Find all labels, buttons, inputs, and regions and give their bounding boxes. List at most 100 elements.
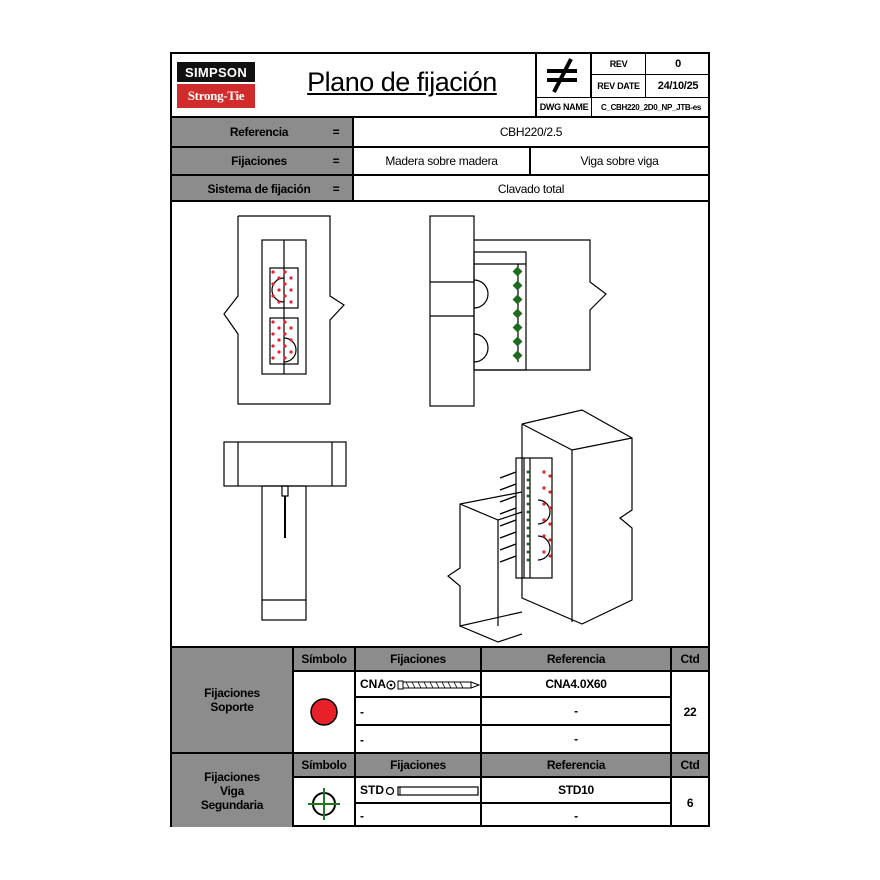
nail-dot bbox=[548, 490, 552, 494]
nail-dot bbox=[283, 332, 287, 336]
nail-dot bbox=[526, 518, 530, 522]
referencia-value: CBH220/2.5 bbox=[352, 118, 708, 146]
nail-shaft bbox=[499, 507, 517, 515]
screw-icon bbox=[386, 786, 479, 796]
dash: - bbox=[360, 705, 364, 719]
soporte-row-1-fijacion: CNA bbox=[354, 670, 481, 696]
viga-group-label: Fijaciones Viga Segundaria bbox=[172, 754, 292, 827]
nail-dot bbox=[512, 294, 523, 305]
nail-dot bbox=[271, 332, 275, 336]
nail-dot bbox=[542, 550, 546, 554]
info-row-2: Fijaciones = bbox=[172, 146, 352, 174]
nail-dot bbox=[526, 542, 530, 546]
nail-dot bbox=[283, 294, 287, 298]
crosshair-icon bbox=[308, 788, 340, 820]
nail-dot bbox=[548, 554, 552, 558]
soporte-group-label: Fijaciones Soporte bbox=[172, 648, 292, 752]
fijaciones-value-b: Viga sobre viga bbox=[529, 146, 708, 174]
nail-dot bbox=[542, 534, 546, 538]
support-nails-red bbox=[271, 270, 552, 558]
side-view bbox=[429, 215, 607, 407]
info-row-3: Sistema de fijación = bbox=[172, 174, 352, 202]
nail-dot bbox=[277, 288, 281, 292]
nail-dot bbox=[542, 486, 546, 490]
nail-dot bbox=[277, 350, 281, 354]
nail-dot bbox=[271, 356, 275, 360]
nail-dot bbox=[526, 558, 530, 562]
nail-dot bbox=[542, 502, 546, 506]
nail-dot bbox=[526, 550, 530, 554]
front-view bbox=[223, 215, 345, 405]
nail-dot bbox=[289, 300, 293, 304]
viga-row-2-referencia: - bbox=[480, 802, 670, 827]
nail-dot bbox=[526, 510, 530, 514]
brand-subname: Strong-Tie bbox=[187, 88, 245, 103]
nail-dot bbox=[283, 282, 287, 286]
nail-dot bbox=[277, 276, 281, 280]
beam-nails-green bbox=[499, 266, 530, 563]
fijaciones-label: Fijaciones bbox=[231, 154, 287, 168]
soporte-row-3-referencia: - bbox=[480, 724, 670, 752]
nail-dot bbox=[283, 270, 287, 274]
nail-dot bbox=[512, 280, 523, 291]
referencia-label: Referencia bbox=[229, 125, 289, 139]
nail-dot bbox=[548, 538, 552, 542]
dash: - bbox=[360, 733, 364, 747]
drawing-sheet: SIMPSON Strong-Tie Plano de fijación REV… bbox=[170, 52, 710, 827]
nail-dot bbox=[271, 320, 275, 324]
viga-symbol-cell bbox=[292, 776, 354, 827]
fijaciones-value-a: Madera sobre madera bbox=[352, 146, 529, 174]
equals-sign: = bbox=[332, 154, 340, 168]
info-row-1: Referencia = bbox=[172, 118, 352, 146]
viga-row-1-fijacion: STD bbox=[354, 776, 480, 802]
nail-shaft bbox=[499, 495, 517, 503]
rev-date-label: REV DATE bbox=[592, 75, 646, 97]
nail-shaft bbox=[499, 531, 517, 539]
revision-block: REV 0 REV DATE 24/10/25 DWG NAME C_CBH22… bbox=[535, 54, 710, 116]
red-dot-icon bbox=[310, 698, 338, 726]
nail-dot bbox=[289, 326, 293, 330]
dwg-name-label: DWG NAME bbox=[537, 97, 592, 116]
nail-dot bbox=[289, 338, 293, 342]
equals-sign: = bbox=[332, 125, 340, 139]
nail-dot bbox=[526, 534, 530, 538]
viga-row-1-referencia: STD10 bbox=[480, 776, 670, 802]
referencia-header: Referencia bbox=[480, 754, 670, 776]
rev-value: 0 bbox=[646, 54, 710, 75]
fijaciones-header: Fijaciones bbox=[354, 648, 480, 670]
referencia-header: Referencia bbox=[480, 648, 670, 670]
brand-logo-bottom: Strong-Tie bbox=[177, 84, 255, 108]
nail-dot bbox=[277, 326, 281, 330]
equals-sign: = bbox=[332, 182, 340, 196]
nail-dot bbox=[289, 276, 293, 280]
nail-dot bbox=[283, 320, 287, 324]
nail-shaft bbox=[499, 519, 517, 527]
soporte-symbol-cell bbox=[292, 670, 354, 752]
soporte-row-3-fijacion: - bbox=[354, 724, 480, 752]
viga-row-2-fijacion: - bbox=[354, 802, 480, 827]
soporte-row-1-referencia: CNA4.0X60 bbox=[480, 670, 670, 696]
viga-table: Fijaciones Viga Segundaria Símbolo Fijac… bbox=[172, 752, 708, 827]
soporte-row-2-fijacion: - bbox=[354, 696, 480, 724]
simbolo-header: Símbolo bbox=[292, 648, 354, 670]
nail-dot bbox=[512, 336, 523, 347]
nail-dot bbox=[271, 294, 275, 298]
nail-dot bbox=[526, 494, 530, 498]
nail-dot bbox=[512, 350, 523, 361]
sistema-label: Sistema de fijación bbox=[207, 182, 311, 196]
rev-date-value: 24/10/25 bbox=[657, 80, 699, 92]
soporte-table: Fijaciones Soporte Símbolo Fijaciones Re… bbox=[172, 648, 708, 752]
nail-dot bbox=[548, 474, 552, 478]
nail-dot bbox=[271, 270, 275, 274]
nail-dot bbox=[542, 470, 546, 474]
soporte-ctd: 22 bbox=[670, 670, 708, 752]
rev-label: REV bbox=[592, 54, 646, 75]
soporte-row-2-referencia: - bbox=[480, 696, 670, 724]
nail-icon bbox=[386, 680, 481, 690]
nail-dot bbox=[283, 344, 287, 348]
nail-dot bbox=[526, 502, 530, 506]
nail-dot bbox=[542, 518, 546, 522]
drawing-area bbox=[172, 200, 708, 648]
nail-shaft bbox=[499, 483, 517, 491]
nail-dot bbox=[548, 506, 552, 510]
